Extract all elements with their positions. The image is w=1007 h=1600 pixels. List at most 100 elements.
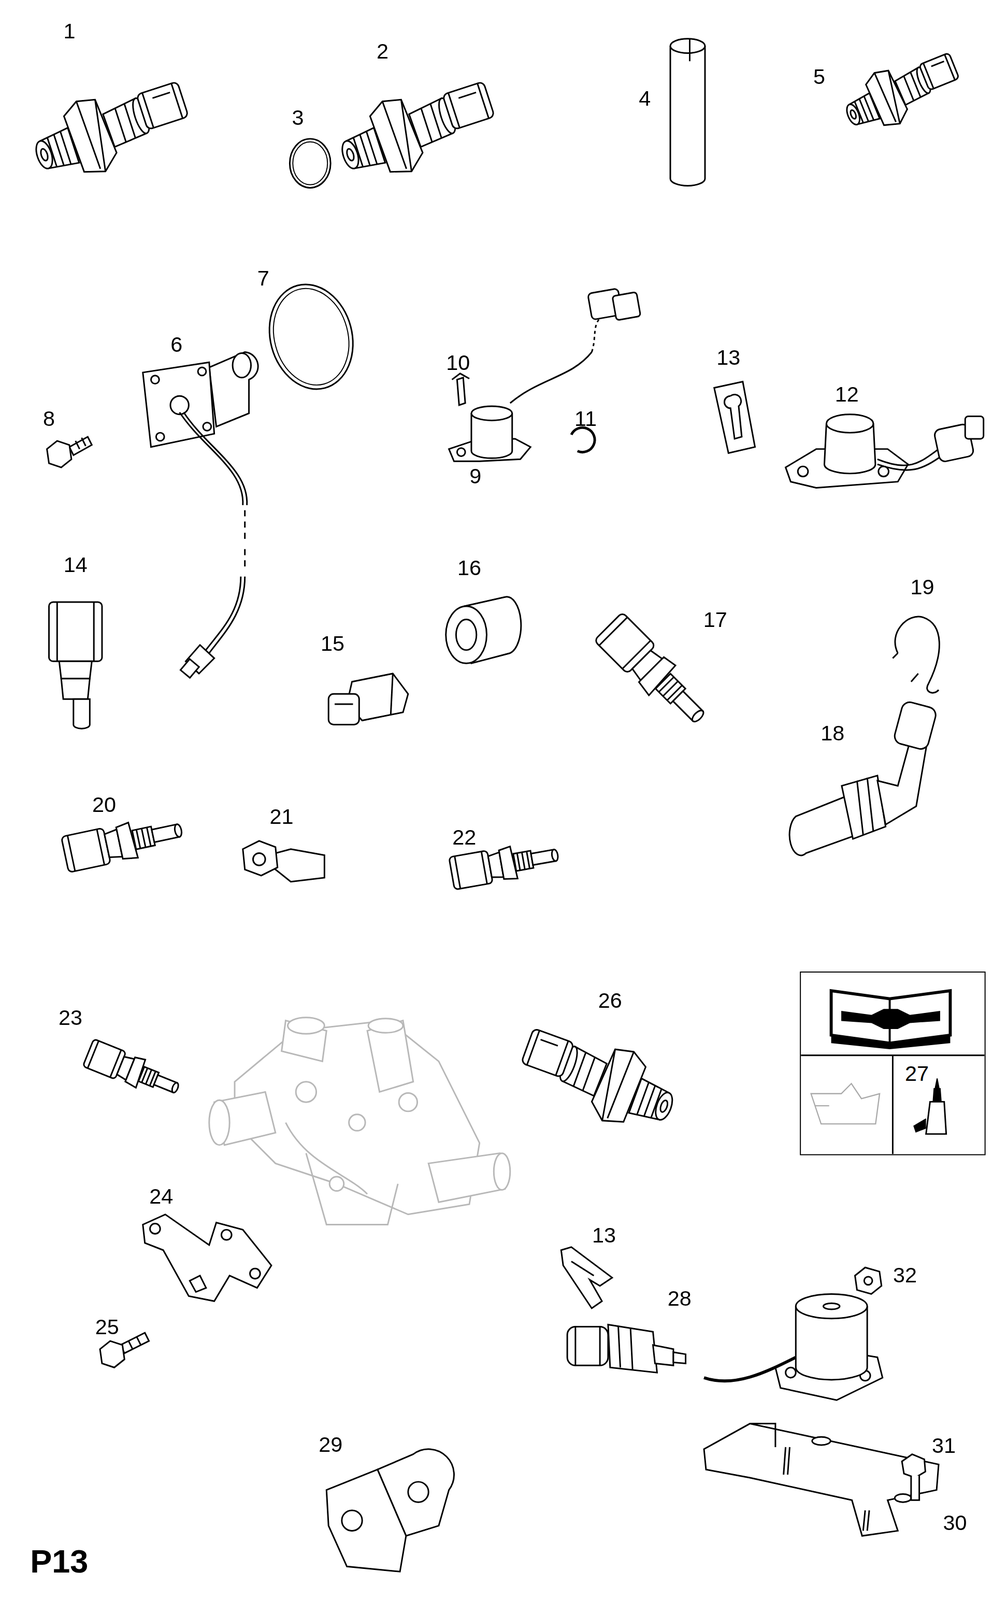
callout-number: 5: [813, 65, 826, 88]
drawing-part: [82, 1038, 184, 1102]
drawing-part: [703, 1423, 939, 1536]
drawing-part: [73, 698, 91, 729]
drawing-part: [812, 1436, 831, 1445]
drawing-part: [703, 1267, 939, 1536]
drawing-part: [221, 1229, 232, 1240]
icon-shape: [892, 1055, 894, 1155]
drawing-part: [594, 612, 715, 733]
callout-number: 13: [716, 346, 741, 368]
drawing-part: [823, 1302, 840, 1309]
drawing-part: [49, 601, 103, 729]
drawing-part: [864, 1276, 873, 1285]
drawing-part: [142, 352, 258, 679]
drawing-part: [797, 466, 809, 477]
drawing-part: [567, 1324, 686, 1373]
callout-number: 4: [638, 87, 651, 109]
drawing-part: [232, 352, 251, 378]
drawing-part: [911, 1475, 920, 1500]
icon-shape: [841, 1008, 941, 1029]
callout-number: 31: [931, 1433, 956, 1456]
drawing-part: [155, 432, 165, 441]
icon-shape: [926, 1101, 947, 1134]
callout-number: 11: [574, 407, 597, 429]
manual-icon: [800, 972, 985, 1155]
drawing-part: [209, 352, 258, 427]
drawing-part: [714, 381, 756, 454]
drawing-part: [836, 44, 967, 141]
drawing-part: [594, 612, 715, 733]
drawing-part: [785, 414, 984, 488]
callout-number: 25: [95, 1315, 120, 1337]
drawing-part: [75, 437, 86, 450]
drawing-part: [789, 700, 938, 856]
icon-shape: [932, 1078, 942, 1102]
drawing-part: [99, 1332, 150, 1368]
drawing-part: [61, 678, 90, 699]
drawing-part: [892, 616, 940, 693]
drawing-part: [242, 840, 325, 882]
callout-number: 1: [63, 19, 76, 41]
drawing-part: [452, 373, 470, 380]
drawing-part: [59, 660, 92, 679]
drawing-part: [326, 1469, 407, 1572]
drawing-part: [203, 422, 212, 431]
drawing-part: [142, 362, 215, 447]
drawing-part: [560, 1246, 612, 1308]
drawing-part: [901, 1454, 926, 1478]
drawing-part: [306, 1153, 398, 1225]
drawing-part: [670, 38, 706, 186]
callout-number: 14: [63, 553, 88, 575]
drawing-part: [142, 1214, 272, 1301]
drawing-part: [703, 1357, 796, 1381]
drawing-part: [785, 1367, 797, 1378]
drawing-part: [368, 1018, 404, 1033]
drawing-part: [493, 1153, 511, 1190]
drawing-part: [328, 693, 359, 725]
drawing-part: [151, 375, 160, 384]
drawing-part: [285, 1122, 368, 1194]
callout-number: 7: [257, 266, 270, 289]
drawing-part: [242, 840, 278, 876]
drawing-part: [120, 1332, 149, 1353]
drawing-part: [567, 1326, 609, 1365]
callout-number: 12: [835, 383, 859, 405]
drawing-part: [783, 1446, 870, 1531]
drawing-part: [252, 853, 266, 866]
icon-shape: [831, 990, 951, 1043]
drawing-part: [571, 427, 595, 452]
callout-number: 15: [320, 631, 345, 654]
drawing-part: [893, 700, 938, 751]
drawing-part: [209, 1017, 511, 1225]
callout-number: 23: [58, 1006, 83, 1028]
drawing-part: [670, 38, 706, 54]
reference-icon-box: 27: [799, 971, 986, 1156]
drawing-part: [292, 141, 328, 185]
drawing-part: [612, 291, 641, 321]
drawing-part: [47, 436, 93, 468]
drawing-part: [329, 1176, 344, 1191]
drawing-part: [750, 1423, 776, 1447]
callout-number: 22: [452, 825, 477, 847]
drawing-part: [179, 412, 243, 506]
callout-number: 24: [149, 1185, 174, 1207]
callout-number: 17: [703, 608, 728, 630]
drawing-part: [449, 288, 641, 462]
callout-number: 13: [592, 1224, 616, 1246]
callout-number: 19: [910, 576, 935, 598]
drawing-part: [61, 811, 185, 873]
drawing-part: [47, 440, 72, 468]
drawing-part: [128, 1336, 141, 1349]
drawing-part: [965, 416, 984, 439]
drawing-part: [56, 601, 94, 661]
drawing-part: [894, 1493, 912, 1502]
drawing-part: [856, 777, 874, 835]
drawing-part: [877, 454, 943, 470]
callout-number: 16: [457, 556, 482, 578]
page-code: P13: [30, 1544, 89, 1578]
drawing-part: [670, 46, 706, 186]
drawing-part: [618, 1326, 634, 1370]
callout-number: 8: [42, 407, 55, 429]
callout-number: 6: [170, 333, 183, 355]
icon-shape: [811, 1083, 880, 1124]
